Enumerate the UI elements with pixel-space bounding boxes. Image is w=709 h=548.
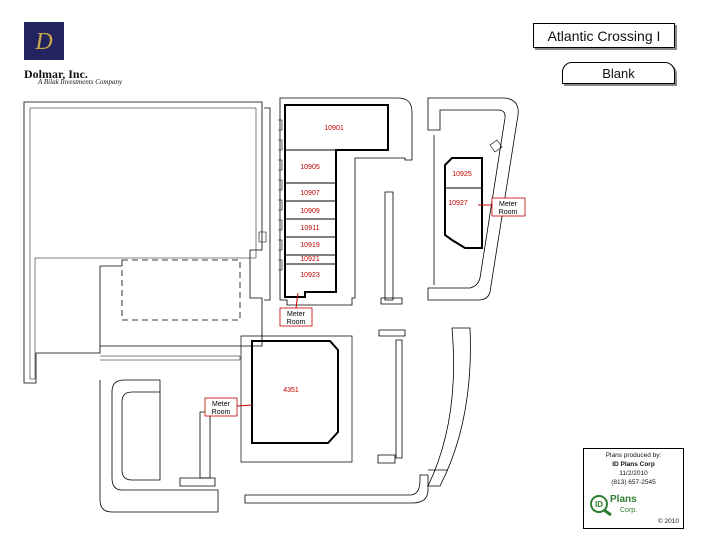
- unit-label-4351: 4351: [283, 387, 299, 394]
- left-lower-cap: [179, 477, 216, 487]
- right-lower-curve: [427, 327, 471, 487]
- dolmar-logo: D: [24, 22, 64, 60]
- unit-4351-outline: [251, 340, 339, 444]
- credits-copyright: © 2010: [657, 518, 679, 525]
- logo-letter: D: [34, 29, 52, 55]
- svg-text:Corp.: Corp.: [620, 507, 637, 514]
- svg-text:Meter: Meter: [499, 201, 518, 208]
- center-parking-strip: [384, 191, 394, 301]
- credits-firm: ID Plans Corp: [612, 461, 655, 468]
- right-island-marker: [489, 139, 503, 153]
- left-wall: [99, 265, 122, 346]
- utility-box: [258, 231, 267, 243]
- left-lower-loop: [99, 379, 219, 513]
- lower-building-outline: [240, 335, 353, 463]
- drive-line: [100, 355, 241, 361]
- center-parking-strip-lower: [395, 339, 403, 459]
- unit-label-10911: 10911: [301, 225, 320, 232]
- unit-label-10905: 10905: [300, 164, 320, 171]
- svg-text:ID: ID: [595, 500, 603, 509]
- left-building-outline: [23, 101, 263, 384]
- plan-subtitle: Blank: [562, 62, 675, 84]
- unit-label-10907: 10907: [300, 190, 320, 197]
- unit-dividers: [285, 182, 336, 265]
- left-dashed-area: [121, 259, 241, 321]
- center-parking-cap-lower: [378, 329, 406, 337]
- credits-box: Plans produced by: ID Plans Corp 11/2/20…: [583, 448, 684, 529]
- bottom-drive: [244, 474, 429, 504]
- credits-phone: (813) 657-2545: [611, 479, 656, 486]
- svg-text:Room: Room: [499, 209, 518, 216]
- right-units-outline: [444, 157, 483, 249]
- company-name: Dolmar, Inc.: [24, 67, 88, 81]
- unit-label-10919: 10919: [300, 242, 320, 249]
- credits-produced-by: Plans produced by:: [605, 452, 662, 459]
- unit-label-10925: 10925: [452, 171, 472, 178]
- unit-label-10923: 10923: [300, 272, 320, 279]
- center-parking-cap: [380, 297, 403, 305]
- bottom-curb: [377, 454, 396, 464]
- credits-date: 11/2/2010: [619, 470, 648, 477]
- right-island: [427, 97, 519, 301]
- svg-text:Meter: Meter: [287, 311, 306, 318]
- svg-text:Meter: Meter: [212, 401, 231, 408]
- strip-units-outline: [284, 104, 389, 298]
- unit-label-10927: 10927: [448, 200, 468, 207]
- id-plans-logo: ID Plans Corp.: [590, 494, 637, 516]
- meter-room-callout-right: Meter Room: [478, 197, 526, 217]
- svg-text:Room: Room: [212, 409, 231, 416]
- unit-label-10909: 10909: [300, 208, 320, 215]
- meter-room-callout-lower: Meter Room: [204, 397, 253, 417]
- property-title: Atlantic Crossing I: [533, 23, 675, 48]
- svg-text:Room: Room: [287, 319, 306, 326]
- unit-label-10921: 10921: [300, 256, 320, 263]
- svg-text:Plans: Plans: [610, 494, 637, 505]
- strip-outer: [279, 97, 413, 306]
- meter-room-callout-strip: Meter Room: [279, 292, 313, 327]
- left-building-inner: [29, 107, 257, 380]
- unit-label-10901: 10901: [324, 125, 344, 132]
- company-tagline: A Bilak Investments Company: [38, 78, 123, 86]
- left-lower-island: [199, 411, 211, 479]
- strip-door-marks: [278, 119, 283, 271]
- strip-edge: [264, 107, 271, 301]
